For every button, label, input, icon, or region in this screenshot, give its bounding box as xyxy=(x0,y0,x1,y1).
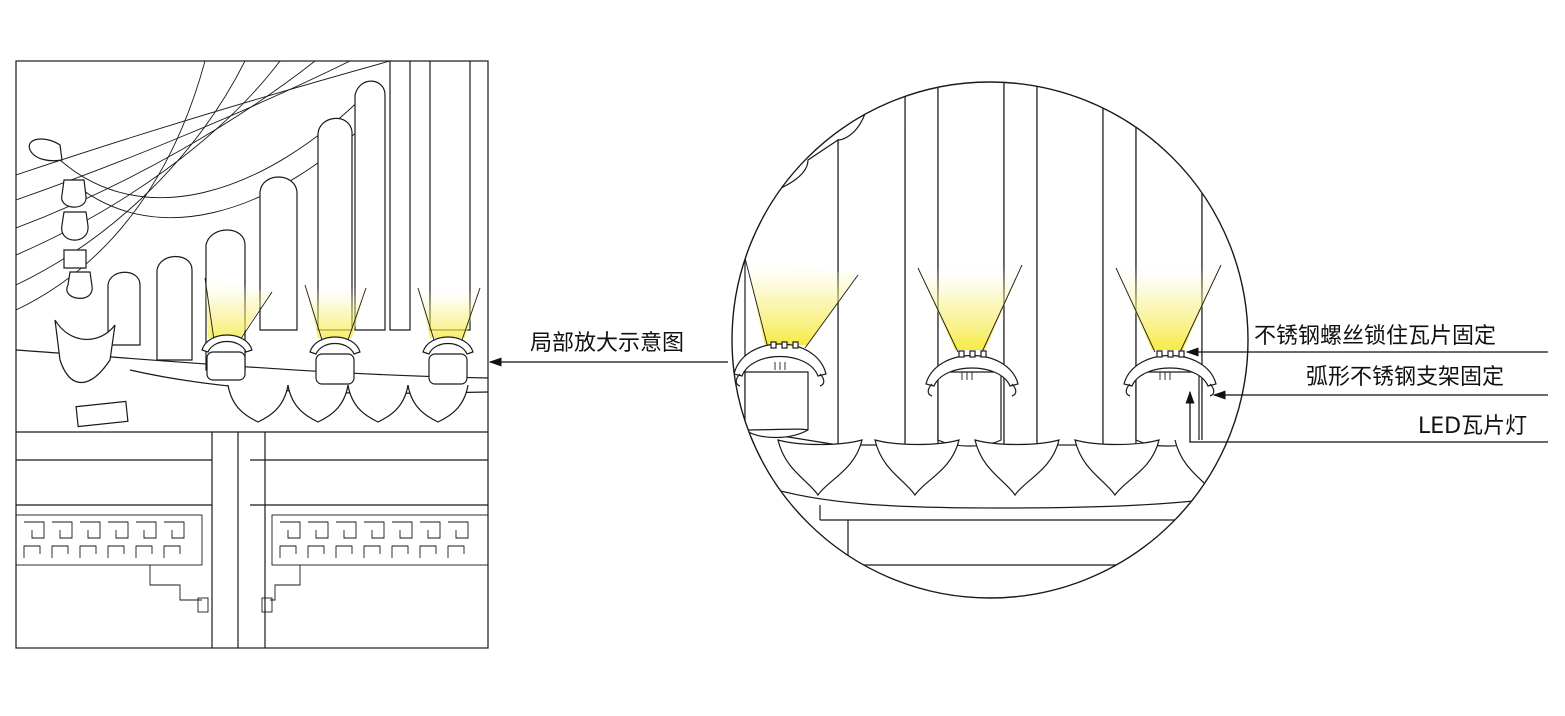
eave-scallops xyxy=(734,428,1246,509)
overview-lamps xyxy=(201,277,481,385)
lamp-leader xyxy=(1185,390,1548,443)
lamp-label: LED瓦片灯 xyxy=(1418,414,1527,439)
beams xyxy=(16,431,488,648)
overview-lamp-2 xyxy=(304,284,367,385)
light-beam-1 xyxy=(745,258,858,345)
lamp-housings xyxy=(744,371,1200,447)
overview-frame xyxy=(15,60,489,649)
callout-label: 局部放大示意图 xyxy=(530,331,684,356)
annotations: 不锈钢螺丝锁住瓦片固定 弧形不锈钢支架固定 LED瓦片灯 xyxy=(1185,324,1548,443)
overview-lamp-1 xyxy=(201,277,273,381)
light-beam-2 xyxy=(918,265,1022,350)
screw-label: 不锈钢螺丝锁住瓦片固定 xyxy=(1254,324,1496,349)
zoom-callout: 局部放大示意图 xyxy=(488,331,728,367)
light-beam-3 xyxy=(1116,265,1221,350)
led-tile-lamp-1 xyxy=(733,341,827,387)
overview-lamp-3 xyxy=(417,287,481,385)
upper-tile-columns xyxy=(107,61,471,371)
lattice-fretwork-right xyxy=(261,514,488,613)
overview-panel xyxy=(15,60,489,649)
drip-tile-scallops xyxy=(227,384,469,423)
eave-beam xyxy=(819,505,1240,566)
lattice-fretwork-left xyxy=(16,514,209,613)
ridge-ornament xyxy=(28,138,129,428)
led-tile-lamp-3 xyxy=(1123,350,1217,397)
led-tile-lamp-2 xyxy=(925,350,1019,397)
magnified-view xyxy=(731,81,1249,599)
roof-sweep-lines xyxy=(16,61,391,311)
bracket-label: 弧形不锈钢支架固定 xyxy=(1306,365,1504,390)
light-beams xyxy=(744,257,1222,353)
magnifier-circle xyxy=(731,81,1249,599)
